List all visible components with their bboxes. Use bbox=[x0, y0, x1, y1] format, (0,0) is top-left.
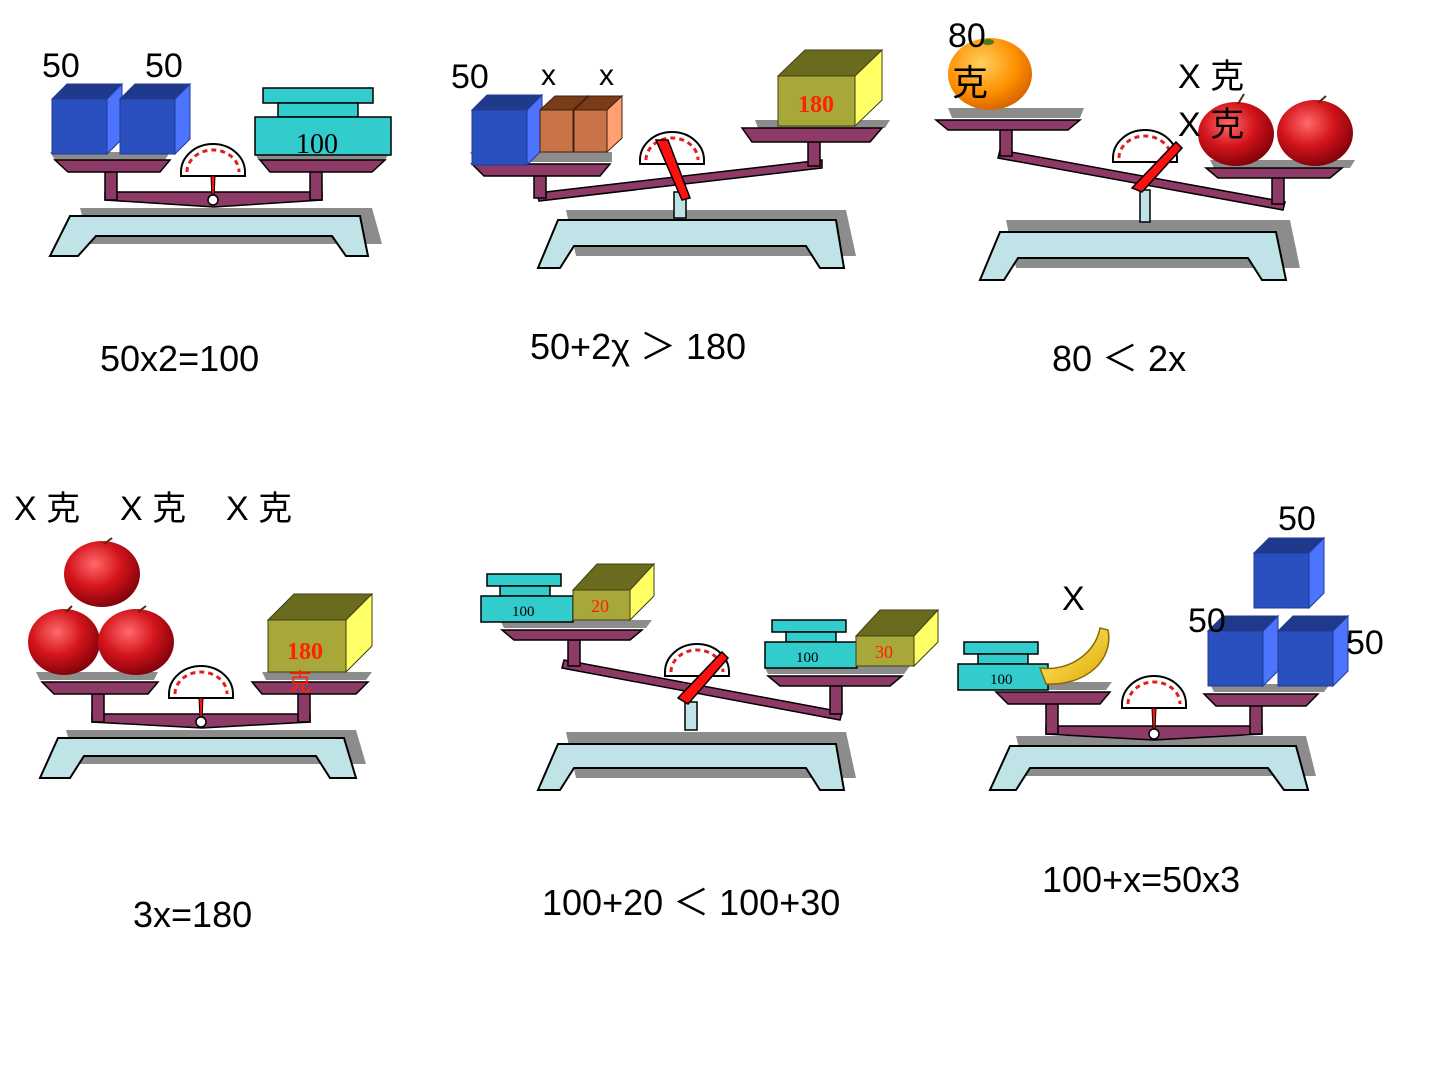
panel-2-left-label-3: x bbox=[599, 59, 614, 92]
panel-5-equation: 100+20 ＜ 100+30 bbox=[542, 882, 840, 923]
apple-icon bbox=[28, 605, 100, 675]
panel-6-right-label-1: 50 bbox=[1278, 500, 1316, 538]
panel-1-scale bbox=[48, 83, 392, 257]
panel-6-left-weight: 100 bbox=[990, 672, 1013, 688]
panel-5-right-weight-1: 100 bbox=[796, 650, 819, 666]
panel-3-right-label-2: X 克 bbox=[1178, 106, 1244, 144]
banana-icon bbox=[1038, 627, 1110, 685]
panel-4-weight-unit: 克 bbox=[288, 669, 312, 696]
panel-5-right-weight-2: 30 bbox=[875, 642, 893, 662]
panel-5-left-weight-1: 100 bbox=[512, 604, 535, 620]
panel-1-left-label-1: 50 bbox=[42, 47, 80, 85]
panel-3-equation: 80 ＜ 2x bbox=[1052, 338, 1186, 379]
olive-block-icon bbox=[854, 608, 940, 668]
blue-block-icon bbox=[51, 83, 123, 155]
panel-4-weight-label: 180 bbox=[287, 639, 323, 665]
orange-icon bbox=[948, 38, 1032, 110]
apple-icon bbox=[1198, 93, 1274, 166]
panel-3-scale bbox=[933, 38, 1355, 281]
panel-2-left-label-2: x bbox=[541, 59, 556, 92]
blue-block-icon bbox=[1253, 537, 1325, 609]
apple-icon bbox=[1277, 95, 1353, 166]
apple-icon bbox=[64, 537, 140, 607]
panel-3-left-label-2: 克 bbox=[952, 62, 988, 103]
blue-block-icon bbox=[119, 83, 191, 155]
panel-1-left-label-2: 50 bbox=[145, 47, 183, 85]
panel-6-right-label-3: 50 bbox=[1346, 624, 1384, 662]
panel-2-weight-label: 180 bbox=[798, 92, 834, 118]
panel-4-top-label-1: X 克 bbox=[14, 490, 80, 528]
olive-block-icon bbox=[776, 48, 884, 128]
panel-1-equation: 50x2=100 bbox=[100, 338, 259, 379]
panel-5-left-weight-2: 20 bbox=[591, 596, 609, 616]
panel-6-left-label: X bbox=[1062, 580, 1085, 618]
panel-3-right-label-1: X 克 bbox=[1178, 58, 1244, 96]
panel-6-right-label-2: 50 bbox=[1188, 602, 1226, 640]
panel-5-scale bbox=[480, 562, 940, 791]
olive-block-icon bbox=[571, 562, 656, 622]
blue-block-icon bbox=[1277, 615, 1349, 687]
panel-2-left-label-1: 50 bbox=[451, 58, 489, 96]
olive-block-icon bbox=[266, 592, 374, 674]
copper-block-icon bbox=[572, 94, 624, 154]
panel-1-weight-label: 100 bbox=[296, 129, 338, 160]
apple-icon bbox=[98, 605, 174, 675]
blue-block-icon bbox=[471, 94, 543, 166]
panel-2-scale bbox=[470, 48, 890, 269]
panel-4-equation: 3x=180 bbox=[133, 894, 252, 935]
panel-4-top-label-2: X 克 bbox=[120, 490, 186, 528]
panel-3-left-label-1: 80 bbox=[948, 17, 986, 55]
panel-6-equation: 100+x=50x3 bbox=[1042, 859, 1240, 900]
panel-6-scale bbox=[957, 537, 1349, 791]
panel-2-equation: 50+2χ ＞ 180 bbox=[530, 326, 746, 367]
panel-4-top-label-3: X 克 bbox=[226, 490, 292, 528]
panel-4-scale bbox=[28, 537, 374, 779]
